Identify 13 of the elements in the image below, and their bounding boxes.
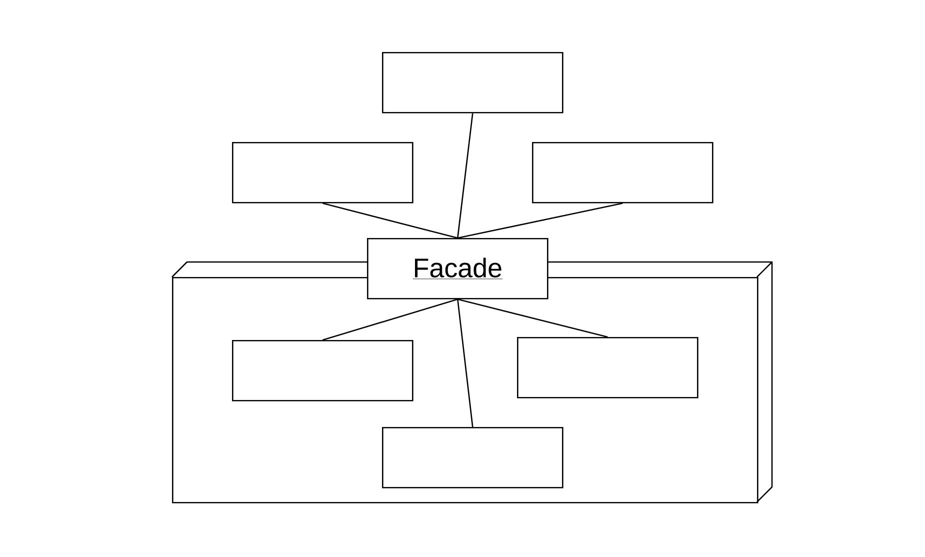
class-box (382, 52, 564, 114)
connector-line (458, 202, 623, 239)
class-box (232, 340, 414, 402)
connector-line (458, 298, 608, 338)
connector-line (322, 298, 458, 341)
class-box (232, 142, 414, 204)
facade-box: Facade (367, 238, 548, 300)
class-box (532, 142, 714, 204)
class-box (382, 427, 564, 488)
connector-line (457, 299, 474, 428)
connector-line (322, 202, 458, 239)
connector-line (457, 113, 474, 238)
class-box (517, 337, 698, 398)
